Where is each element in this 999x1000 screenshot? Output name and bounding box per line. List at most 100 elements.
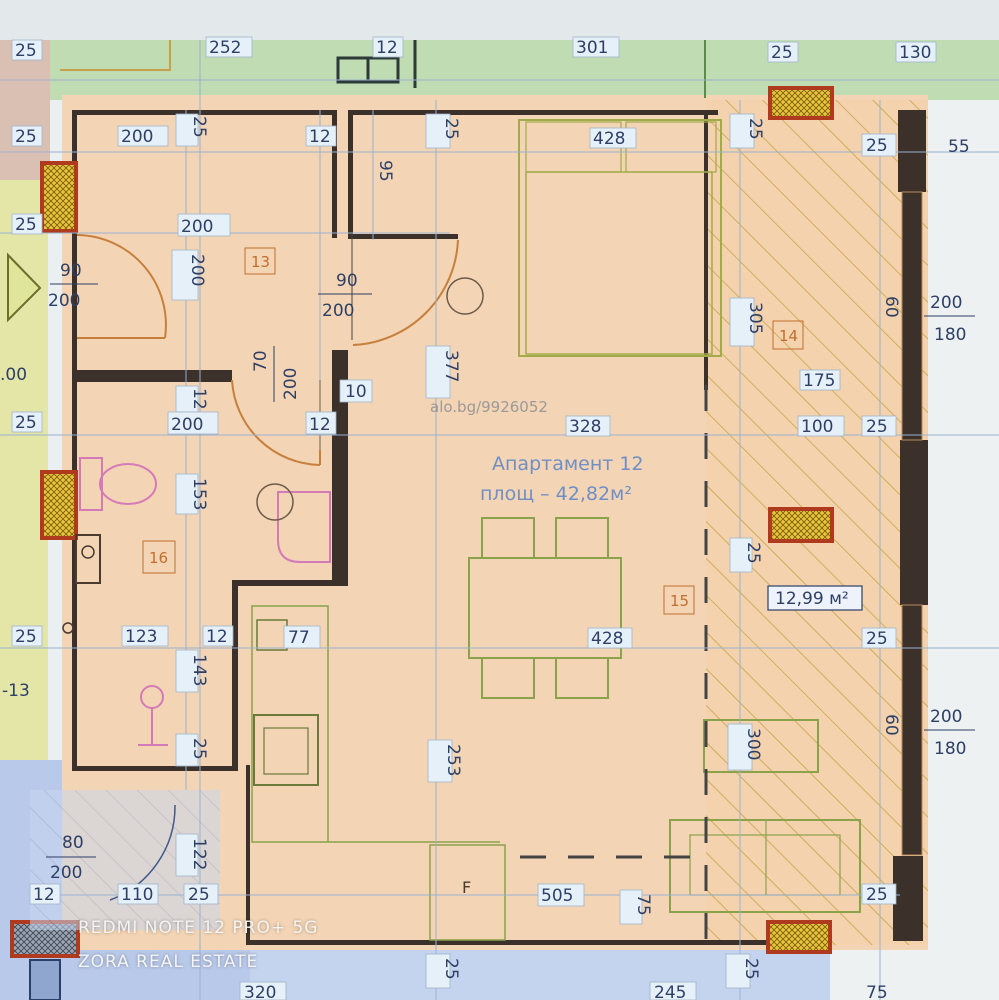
svg-text:80: 80	[62, 833, 84, 853]
top-left-arc	[60, 40, 171, 71]
light-fixture-icon	[446, 277, 484, 315]
svg-text:25: 25	[866, 417, 888, 437]
svg-text:95: 95	[375, 160, 395, 182]
svg-text:123: 123	[125, 627, 157, 647]
wall-kitchen-west	[232, 580, 238, 770]
svg-text:505: 505	[541, 886, 573, 906]
column-ne	[898, 110, 926, 192]
door-dimensions: 90 200 90 200 70 200 80 200 200 180 200 …	[46, 261, 975, 883]
svg-text:55: 55	[948, 137, 970, 157]
svg-text:12: 12	[376, 38, 398, 58]
svg-text:12: 12	[309, 415, 331, 435]
svg-text:15: 15	[670, 592, 689, 610]
dimension-labels: 25 252 12 301 25 130 25 200 25 12 25 428…	[0, 36, 970, 1000]
svg-text:-13: -13	[2, 681, 30, 701]
svg-text:25: 25	[441, 118, 461, 140]
svg-text:12: 12	[206, 627, 228, 647]
svg-text:25: 25	[15, 41, 37, 61]
drain-icon	[256, 483, 294, 521]
svg-text:77: 77	[288, 628, 310, 648]
svg-text:12: 12	[309, 127, 331, 147]
chair	[481, 517, 535, 559]
fridge	[429, 844, 506, 941]
svg-text:75: 75	[633, 894, 653, 916]
svg-text:100: 100	[801, 417, 833, 437]
chair	[555, 517, 609, 559]
svg-text:60: 60	[881, 714, 901, 736]
wall-bath-north	[72, 370, 232, 382]
column-se	[893, 856, 923, 941]
svg-text:252: 252	[209, 38, 241, 58]
svg-text:200: 200	[930, 293, 962, 313]
wall-north-hall	[72, 110, 337, 115]
svg-text:253: 253	[443, 744, 463, 776]
svg-text:25: 25	[15, 627, 37, 647]
wall-kitchen-west-low	[246, 765, 250, 945]
room-numbers: 13 14 15 16	[142, 247, 804, 615]
svg-text:25: 25	[441, 958, 461, 980]
apartment-area: площ – 42,82м²	[480, 483, 632, 505]
svg-text:25: 25	[15, 413, 37, 433]
toilet-icon	[99, 463, 157, 505]
terrace-area: 12,99 м²	[775, 589, 849, 609]
svg-text:75: 75	[866, 983, 888, 1000]
svg-text:25: 25	[741, 958, 761, 980]
svg-text:25: 25	[866, 885, 888, 905]
coffee-table	[703, 719, 819, 773]
svg-text:25: 25	[866, 629, 888, 649]
svg-text:25: 25	[866, 136, 888, 156]
svg-text:180: 180	[934, 739, 966, 759]
svg-text:110: 110	[121, 885, 153, 905]
svg-text:143: 143	[189, 654, 209, 686]
svg-text:200: 200	[121, 127, 153, 147]
wall-bath-east	[332, 350, 348, 580]
dining-table	[468, 557, 622, 659]
svg-text:10: 10	[345, 382, 367, 402]
vent-shaft-terrace	[768, 507, 834, 543]
entrance-arrow-icon	[7, 252, 42, 323]
svg-text:12: 12	[189, 388, 209, 410]
svg-text:122: 122	[189, 838, 209, 870]
wall-living-west	[348, 110, 353, 238]
svg-text:428: 428	[593, 129, 625, 149]
wall-hall-east	[332, 110, 337, 238]
svg-text:301: 301	[576, 38, 608, 58]
wall-inner-door-head	[348, 234, 458, 239]
kitchen-counter	[251, 605, 329, 843]
vent-shaft-top	[768, 86, 834, 120]
svg-text:245: 245	[654, 983, 686, 1000]
svg-text:200: 200	[48, 291, 80, 311]
source-watermark: alo.bg/9926052	[430, 398, 548, 416]
svg-text:14: 14	[779, 327, 798, 345]
svg-text:25: 25	[15, 215, 37, 235]
bed	[518, 119, 722, 357]
wall-west	[72, 110, 77, 770]
wall-bath-bottom	[72, 766, 238, 771]
svg-text:300: 300	[743, 728, 763, 760]
sofa	[669, 819, 861, 913]
svg-text:25: 25	[188, 885, 210, 905]
svg-text:25: 25	[745, 118, 765, 140]
svg-text:16: 16	[149, 549, 168, 567]
svg-text:130: 130	[899, 43, 931, 63]
wall-north-main	[348, 110, 718, 115]
vent-shaft-left-upper	[40, 161, 78, 233]
vent-shaft-left-lower	[40, 470, 78, 540]
svg-text:60: 60	[881, 296, 901, 318]
window-frame-upper	[901, 191, 923, 441]
svg-text:377: 377	[441, 350, 461, 382]
svg-text:90: 90	[60, 261, 82, 281]
svg-text:200: 200	[187, 254, 207, 286]
chair	[481, 657, 535, 699]
column-east	[900, 440, 928, 605]
photo-watermark-device: REDMI NOTE 12 PRO+ 5G	[78, 918, 319, 938]
svg-text:200: 200	[171, 415, 203, 435]
wall-terrace-upper	[704, 110, 708, 390]
svg-text:200: 200	[930, 707, 962, 727]
neighbor-zone-topleft	[0, 40, 50, 180]
svg-text:200: 200	[181, 217, 213, 237]
svg-text:328: 328	[569, 417, 601, 437]
entrance-door-swing	[76, 234, 167, 339]
